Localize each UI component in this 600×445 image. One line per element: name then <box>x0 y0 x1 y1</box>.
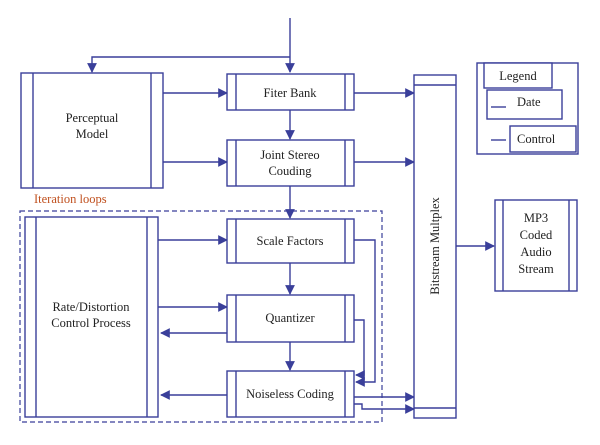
mp3-output-label-3: Audio <box>520 245 551 259</box>
scale-factors-box: Scale Factors <box>226 218 355 264</box>
perceptual-model-label-1: Perceptual <box>66 111 119 125</box>
iteration-loops-label: Iteration loops <box>34 192 107 206</box>
legend-title-box <box>483 62 553 89</box>
bitstream-multiplex-box: Bitstream Multplex <box>413 74 457 419</box>
legend: Legend Date Control <box>476 62 579 155</box>
mp3-output-label-4: Stream <box>518 262 554 276</box>
rate-distortion-label-1: Rate/Distortion <box>52 300 130 314</box>
mp3-output-box: MP3 Coded Audio Stream <box>494 199 578 292</box>
quantizer-to-noiseless-arrow <box>354 319 365 380</box>
rate-distortion-box: Rate/Distortion Control Process <box>24 216 159 418</box>
quantizer-label: Quantizer <box>265 311 315 325</box>
joint-stereo-box: Joint Stereo Couding <box>226 139 355 187</box>
noiseless-coding-label: Noiseless Coding <box>246 387 335 401</box>
legend-date-box <box>486 89 563 120</box>
scalefactors-to-noiseless-arrow <box>354 239 376 387</box>
filter-bank-box: Fiter Bank <box>226 73 355 111</box>
legend-title: Legend <box>499 69 537 83</box>
legend-date-label: Date <box>517 95 541 109</box>
perceptual-model-label-2: Model <box>76 127 109 141</box>
noiseless-to-bitstream-arrow-2 <box>354 403 415 414</box>
rate-distortion-label-2: Control Process <box>51 316 131 330</box>
input-to-perceptual-arrow <box>87 56 290 73</box>
scale-factors-label: Scale Factors <box>257 234 324 248</box>
connections <box>87 18 495 414</box>
legend-control-label: Control <box>517 132 556 146</box>
joint-stereo-label-1: Joint Stereo <box>260 148 319 162</box>
mp3-output-label-2: Coded <box>520 228 553 242</box>
quantizer-box: Quantizer <box>226 294 355 343</box>
mp3-output-label-1: MP3 <box>524 211 548 225</box>
noiseless-coding-box: Noiseless Coding <box>226 370 355 418</box>
bitstream-multiplex-label: Bitstream Multplex <box>428 196 442 294</box>
perceptual-model-box: Perceptual Model <box>20 72 164 189</box>
filter-bank-label: Fiter Bank <box>263 86 317 100</box>
iteration-loops-region <box>19 210 383 423</box>
joint-stereo-label-2: Couding <box>268 164 312 178</box>
legend-control-box <box>509 125 577 153</box>
